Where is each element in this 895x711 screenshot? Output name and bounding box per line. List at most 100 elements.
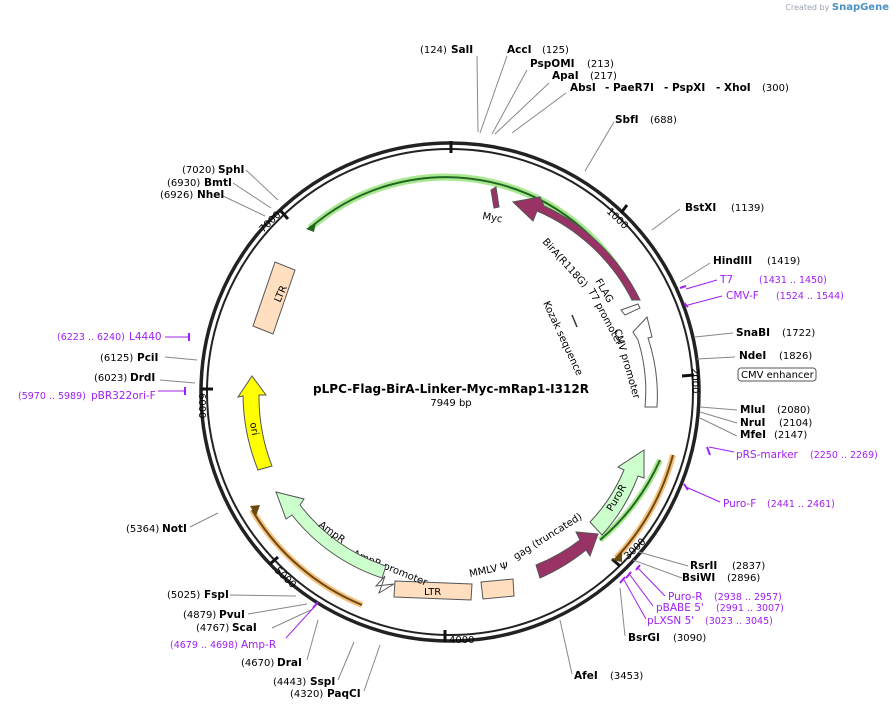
- site-hindiii-pos: (1419): [767, 256, 800, 267]
- site-sali-pos: (124): [420, 45, 447, 56]
- t7-promoter-arrow[interactable]: [620, 303, 641, 316]
- ori-arrow[interactable]: [236, 375, 273, 471]
- site-pcii-pos: (6125): [100, 353, 133, 364]
- site-bstxi-pos: (1139): [731, 203, 764, 214]
- site-nrui: NruI: [740, 417, 765, 429]
- tick-7000: 7000: [257, 210, 283, 236]
- site-noti-pos: (5364): [126, 524, 159, 535]
- cmv-enhancer-label: CMV enhancer: [741, 370, 815, 381]
- orange-line-right: [615, 454, 674, 559]
- ori-label: ori: [247, 422, 260, 437]
- myc-feature[interactable]: [490, 186, 500, 209]
- site-acci: AccI: [507, 44, 531, 56]
- plasmid-length: 7949 bp: [430, 398, 471, 409]
- site-bsiwi: BsiWI: [682, 572, 715, 584]
- site-sphi: SphI: [218, 164, 244, 176]
- site-acci-pos: (125): [542, 45, 569, 56]
- site-drai-pos: (4670): [241, 658, 274, 669]
- site-pcii: PciI: [137, 352, 158, 364]
- site-drai: DraI: [277, 657, 302, 669]
- site-bstxi: BstXI: [685, 202, 716, 214]
- site-apai-pos: (217): [590, 71, 617, 82]
- site-sali: SalI: [451, 44, 473, 56]
- site-rsrii: RsrII: [690, 560, 717, 572]
- cmv-promoter-arrow[interactable]: [632, 315, 658, 408]
- site-apai: ApaI: [552, 70, 579, 82]
- primer-plxsn5: pLXSN 5': [647, 615, 694, 627]
- site-drdi-pos: (6023): [94, 373, 127, 384]
- primer-plxsn5-range: (3023 .. 3045): [705, 616, 773, 627]
- primer-puro-r: Puro-R: [668, 591, 703, 603]
- site-bmti: BmtI: [204, 177, 232, 189]
- flag-segment: [619, 285, 629, 301]
- orange-arrowhead-left: [250, 505, 260, 516]
- site-bsrgi: BsrGI: [628, 632, 660, 644]
- site-afei-pos: (3453): [610, 671, 643, 682]
- primer-amp-r-range: (4679 .. 4698): [170, 640, 238, 651]
- ltr-bottom-label: LTR: [424, 587, 441, 598]
- site-paqci: PaqCI: [327, 688, 361, 700]
- tick-4000: 4000: [449, 635, 474, 646]
- tick-1000: 1000: [604, 206, 630, 232]
- site-snabi-pos: (1722): [782, 328, 815, 339]
- site-rsrii-pos: (2837): [732, 561, 765, 572]
- site-pvui-pos: (4879): [183, 610, 216, 621]
- site-mlui: MluI: [740, 404, 765, 416]
- site-mfei: MfeI: [740, 429, 766, 441]
- site-scai: ScaI: [232, 622, 257, 634]
- site-ndei: NdeI: [739, 350, 766, 362]
- site-bsiwi-pos: (2896): [727, 573, 760, 584]
- site-sspi: SspI: [310, 676, 335, 688]
- gag-arrow[interactable]: [535, 531, 599, 579]
- primer-puro-r-range: (2938 .. 2957): [714, 592, 782, 603]
- site-sbfi-pos: (688): [650, 115, 677, 126]
- site-nhei-pos: (6926): [160, 190, 193, 201]
- site-paer7i: - PaeR7I: [605, 82, 654, 94]
- feature-arrowhead-top: [306, 222, 316, 232]
- primer-pbabe5-range: (2991 .. 3007): [716, 603, 784, 614]
- right-site-labels: BstXI (1139) HindIII (1419) T7 (1431 .. …: [574, 202, 878, 682]
- mmlv-psi-label: MMLV Ψ: [468, 561, 509, 580]
- bira-arrow[interactable]: [511, 196, 641, 301]
- mmlv-psi-box[interactable]: [480, 578, 515, 600]
- site-pspxi: - PspXI: [664, 82, 705, 94]
- cmv-enhancer-box[interactable]: [737, 367, 817, 382]
- site-paqci-pos: (4320): [290, 689, 323, 700]
- site-sphi-pos: (7020): [182, 165, 215, 176]
- site-sbfi: SbfI: [615, 114, 639, 126]
- site-afei: AfeI: [574, 670, 598, 682]
- site-fspi: FspI: [204, 589, 229, 601]
- primer-puro-f: Puro-F: [723, 498, 756, 510]
- primer-pbabe5: pBABE 5': [656, 602, 704, 614]
- primer-l4440-range: (6223 .. 6240): [57, 332, 125, 343]
- primer-pbr322ori-f-range: (5970 .. 5989): [18, 391, 86, 402]
- site-leader-lines: [159, 55, 738, 692]
- site-absi: AbsI: [570, 82, 596, 94]
- site-sspi-pos: (4443): [273, 677, 306, 688]
- primer-prs-marker-range: (2250 .. 2269): [810, 450, 878, 461]
- site-snabi: SnaBI: [736, 327, 770, 339]
- orange-line-left: [251, 509, 363, 606]
- ltr-bottom[interactable]: [393, 580, 473, 601]
- primer-l4440: L4440: [129, 331, 162, 343]
- primer-cmv-f: CMV-F: [726, 290, 759, 302]
- tick-marks: [201, 141, 695, 642]
- ltr-left[interactable]: [252, 261, 296, 335]
- snapgene-logo: SnapGene: [831, 2, 889, 13]
- site-noti: NotI: [162, 523, 187, 535]
- site-nrui-pos: (2104): [779, 418, 812, 429]
- site-drdi: DrdI: [130, 372, 155, 384]
- primer-cmv-f-range: (1524 .. 1544): [776, 291, 844, 302]
- site-hindiii: HindIII: [713, 255, 752, 267]
- ampr-promoter-arrow[interactable]: [374, 575, 395, 595]
- tick-2000: 2000: [689, 368, 700, 393]
- site-scai-pos: (4767): [196, 623, 229, 634]
- site-bsrgi-pos: (3090): [673, 633, 706, 644]
- site-ndei-pos: (1826): [779, 351, 812, 362]
- site-nhei: NheI: [197, 189, 224, 201]
- puror-arrow[interactable]: [589, 449, 645, 536]
- kozak-label: Kozak sequence: [540, 300, 584, 378]
- site-fspi-pos: (5025): [167, 590, 200, 601]
- ampr-arrow[interactable]: [275, 491, 387, 579]
- primer-amp-r: Amp-R: [241, 639, 276, 651]
